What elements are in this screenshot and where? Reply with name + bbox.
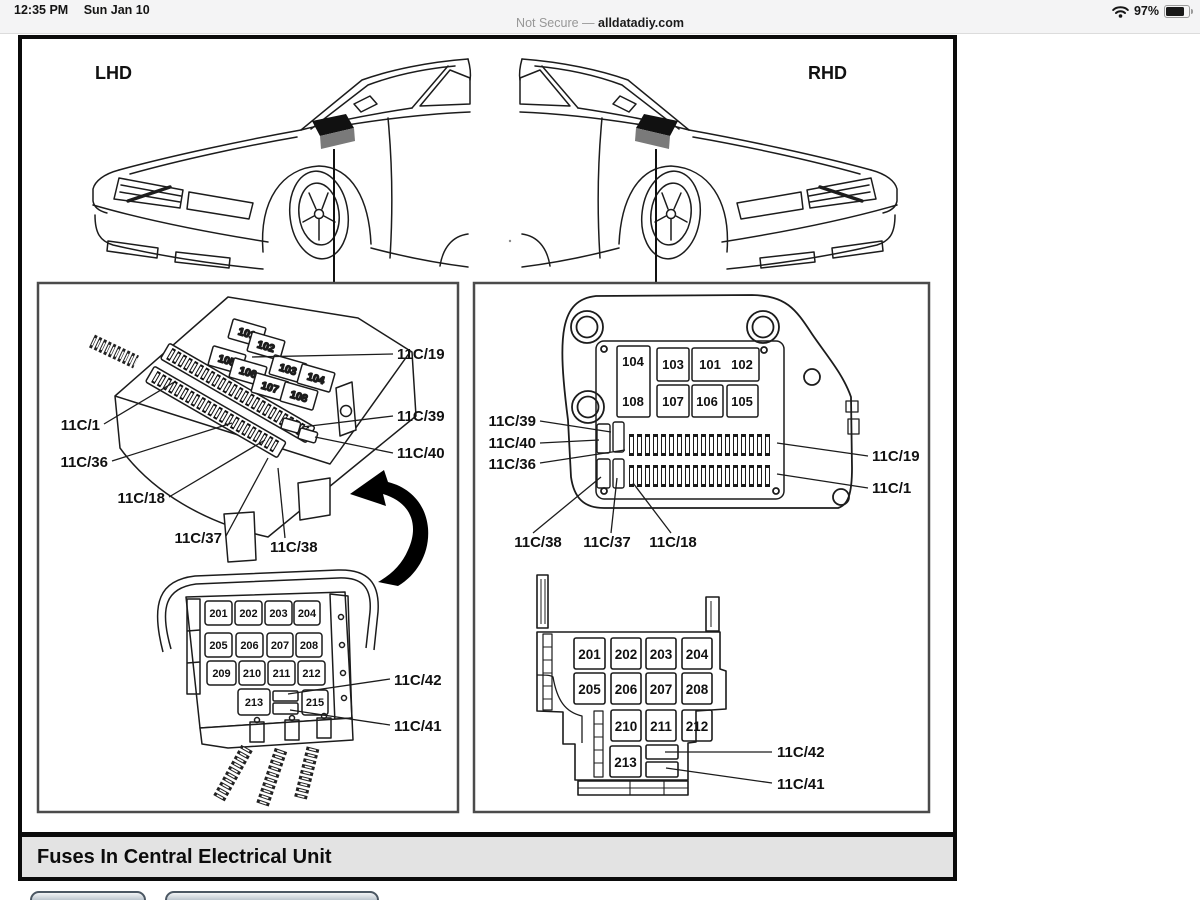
relay-label: 108: [622, 394, 644, 409]
connector-topview: [536, 574, 727, 796]
cell-label: 203: [269, 608, 287, 620]
callout-11c41: 11C/41: [394, 718, 442, 735]
relay-label: 107: [662, 394, 684, 409]
relay-label: 103: [662, 357, 684, 372]
callout-11c19: 11C/19: [397, 346, 445, 363]
callout-11c37: 11C/37: [583, 534, 631, 551]
clock-time: 12:35 PM: [14, 3, 69, 17]
cell-label: 204: [298, 608, 317, 620]
callout-11c40: 11C/40: [488, 435, 536, 452]
cell-label: 207: [271, 640, 289, 652]
cell-label: 205: [209, 640, 227, 652]
cell-label: 212: [302, 668, 320, 680]
cell-label: 208: [686, 682, 709, 697]
status-icons: 97%: [1112, 4, 1193, 18]
car-illustration-lhd: LHD: [91, 57, 473, 285]
cell-label: 215: [306, 697, 324, 709]
not-secure-label: Not Secure —: [516, 16, 599, 30]
lhd-label: LHD: [95, 63, 132, 83]
callout-11c42: 11C/42: [777, 744, 825, 761]
fusebox-perspective: 101 102 105 106 103 107 104 108: [88, 296, 429, 586]
cell-label: 213: [614, 755, 637, 770]
relay-label: 108: [289, 389, 309, 405]
cell-label: 210: [243, 668, 261, 680]
relay-label: 106: [238, 365, 258, 381]
conn-left-callouts: [287, 678, 391, 726]
cell-label: 207: [650, 682, 673, 697]
cell-label: 203: [650, 647, 673, 662]
relay-label: 103: [278, 362, 298, 378]
status-bar: 12:35 PM Sun Jan 10 Not Secure — alldata…: [0, 0, 1200, 34]
callout-11c40: 11C/40: [397, 445, 445, 462]
callout-11c39: 11C/39: [397, 408, 445, 425]
address-bar[interactable]: Not Secure — alldatadiy.com: [0, 16, 1200, 30]
relay-label: 101: [699, 357, 721, 372]
cell-label: 205: [578, 682, 601, 697]
cell-label: 212: [686, 719, 709, 734]
callout-11c38: 11C/38: [270, 539, 318, 556]
cell-label: 209: [212, 668, 230, 680]
conn-right-callouts: [665, 751, 773, 784]
callout-11c42: 11C/42: [394, 672, 442, 689]
rhd-label: RHD: [808, 63, 847, 83]
flip-arrow: [350, 470, 429, 586]
page-button-left[interactable]: [30, 891, 146, 900]
callout-11c1: 11C/1: [872, 480, 911, 497]
callout-11c38: 11C/38: [514, 534, 562, 551]
callout-11c1: 11C/1: [61, 417, 100, 434]
relay-label: 104: [306, 371, 326, 387]
car-illustration-rhd: RHD: [517, 57, 899, 285]
scan-speck: [508, 239, 512, 243]
page-button-right[interactable]: [165, 891, 379, 900]
figure-caption: Fuses In Central Electrical Unit: [22, 837, 953, 877]
callout-11c19: 11C/19: [872, 448, 920, 465]
cell-label: 211: [650, 719, 672, 734]
url-domain: alldatadiy.com: [598, 16, 684, 30]
connector-underside: [156, 569, 379, 809]
clock-date: Sun Jan 10: [83, 3, 150, 17]
left-box-callouts: [103, 353, 394, 539]
wifi-icon: [1112, 5, 1129, 18]
relay-label: 107: [260, 380, 280, 396]
cell-label: 202: [239, 608, 257, 620]
cell-label: 210: [615, 719, 638, 734]
callout-11c18: 11C/18: [649, 534, 697, 551]
cell-label: 204: [686, 647, 709, 662]
callout-11c41: 11C/41: [777, 776, 825, 793]
diagram-svg: LHD RHD: [36, 57, 931, 814]
cell-label: 202: [615, 647, 638, 662]
callout-11c36: 11C/36: [488, 456, 536, 473]
callout-11c36: 11C/36: [60, 454, 108, 471]
battery-icon: [1164, 4, 1193, 18]
relay-label: 102: [256, 339, 276, 355]
fusebox-topview: [561, 294, 860, 509]
figure-frame: LHD RHD: [18, 35, 957, 881]
caption-divider: [22, 832, 953, 837]
callout-11c37: 11C/37: [174, 530, 222, 547]
cell-label: 213: [245, 697, 263, 709]
right-box-callouts: [532, 420, 869, 534]
relay-label: 105: [731, 394, 753, 409]
clock: 12:35 PM Sun Jan 10: [14, 3, 150, 17]
battery-percent: 97%: [1133, 4, 1159, 18]
callout-11c39: 11C/39: [488, 413, 536, 430]
cell-label: 201: [209, 608, 227, 620]
cell-label: 206: [615, 682, 638, 697]
cell-label: 208: [300, 640, 318, 652]
relay-label: 106: [696, 394, 718, 409]
cell-label: 211: [273, 668, 291, 680]
cell-label: 206: [240, 640, 258, 652]
relay-label: 102: [731, 357, 753, 372]
cell-label: 201: [578, 647, 601, 662]
callout-11c18: 11C/18: [117, 490, 165, 507]
relay-label: 104: [622, 354, 644, 369]
